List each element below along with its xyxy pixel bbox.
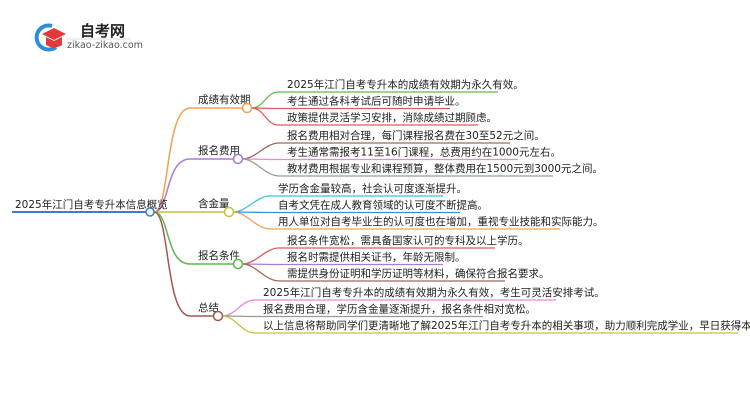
leaf-text: 需提供身份证明和学历证明等材料，确保符合报名要求。 xyxy=(287,267,550,280)
branch-node[interactable] xyxy=(232,258,244,270)
leaf-text: 报名条件宽松，需具备国家认可的专科及以上学历。 xyxy=(287,234,529,247)
logo-arc-icon xyxy=(34,23,58,52)
leaf-text: 报名费用合理，学历含金量逐渐提升，报名条件相对宽松。 xyxy=(263,303,536,316)
leaf-link xyxy=(221,315,738,334)
leaf-link xyxy=(221,315,483,318)
leaf-link xyxy=(241,263,505,282)
branch-link xyxy=(153,107,243,213)
branch-node[interactable] xyxy=(212,310,224,322)
leaf-text: 2025年江门自考专升本的成绩有效期为永久有效，考生可灵活安排考试。 xyxy=(263,286,605,299)
branch-link xyxy=(153,211,234,265)
logo-title: 自考网 xyxy=(80,22,125,40)
leaf-link xyxy=(250,107,450,110)
leaf-link xyxy=(241,263,443,266)
leaf-text: 教材费用根据专业和课程预算，整体费用在1500元到3000元之间。 xyxy=(287,162,603,175)
leaf-link xyxy=(241,158,553,177)
leaf-link xyxy=(232,211,560,230)
branch-node[interactable] xyxy=(241,102,253,114)
branch-label: 报名条件 xyxy=(198,249,240,262)
leaf-link xyxy=(232,211,460,214)
graduation-cap-icon xyxy=(42,28,66,40)
branch-link xyxy=(153,211,214,317)
leaf-link xyxy=(250,107,478,126)
root-label: 2025年江门自考专升本信息概览 xyxy=(15,198,168,211)
root-node[interactable] xyxy=(145,207,155,217)
leaf-text: 报名时需提供相关证书，年龄无限制。 xyxy=(287,251,466,264)
leaf-text: 报名费用相对合理，每门课程报名费在30至52元之间。 xyxy=(287,129,545,142)
leaf-text: 用人单位对自考毕业生的认可度也在增加，重视专业技能和实际能力。 xyxy=(278,215,604,228)
branch-label: 含金量 xyxy=(198,197,230,210)
branch-link xyxy=(153,158,234,213)
leaf-link xyxy=(241,158,518,161)
branch-node[interactable] xyxy=(232,153,244,165)
branch-label: 成绩有效期 xyxy=(198,93,251,106)
branch-label: 总结 xyxy=(198,301,219,314)
leaf-text: 政策提供灵活学习安排，消除成绩过期顾虑。 xyxy=(287,111,497,124)
leaf-text: 考生通过各科考试后可随时申请毕业。 xyxy=(287,95,466,108)
logo: 自考网 zikao-zikao.com xyxy=(34,22,143,52)
leaf-text: 以上信息将帮助同学们更清晰地了解2025年江门自考专升本的相关事项，助力顺利完成… xyxy=(263,319,750,332)
logo-subtitle: zikao-zikao.com xyxy=(67,40,143,51)
leaf-text: 2025年江门自考专升本的成绩有效期为永久有效。 xyxy=(287,78,524,91)
leaf-text: 学历含金量较高，社会认可度逐渐提升。 xyxy=(278,182,467,195)
leaf-text: 自考文凭在成人教育领域的认可度不断提高。 xyxy=(278,199,488,212)
leaf-text: 考生通常需报考11至16门课程，总费用约在1000元左右。 xyxy=(287,146,561,159)
branch-node[interactable] xyxy=(223,206,235,218)
branch-label: 报名费用 xyxy=(198,144,240,157)
